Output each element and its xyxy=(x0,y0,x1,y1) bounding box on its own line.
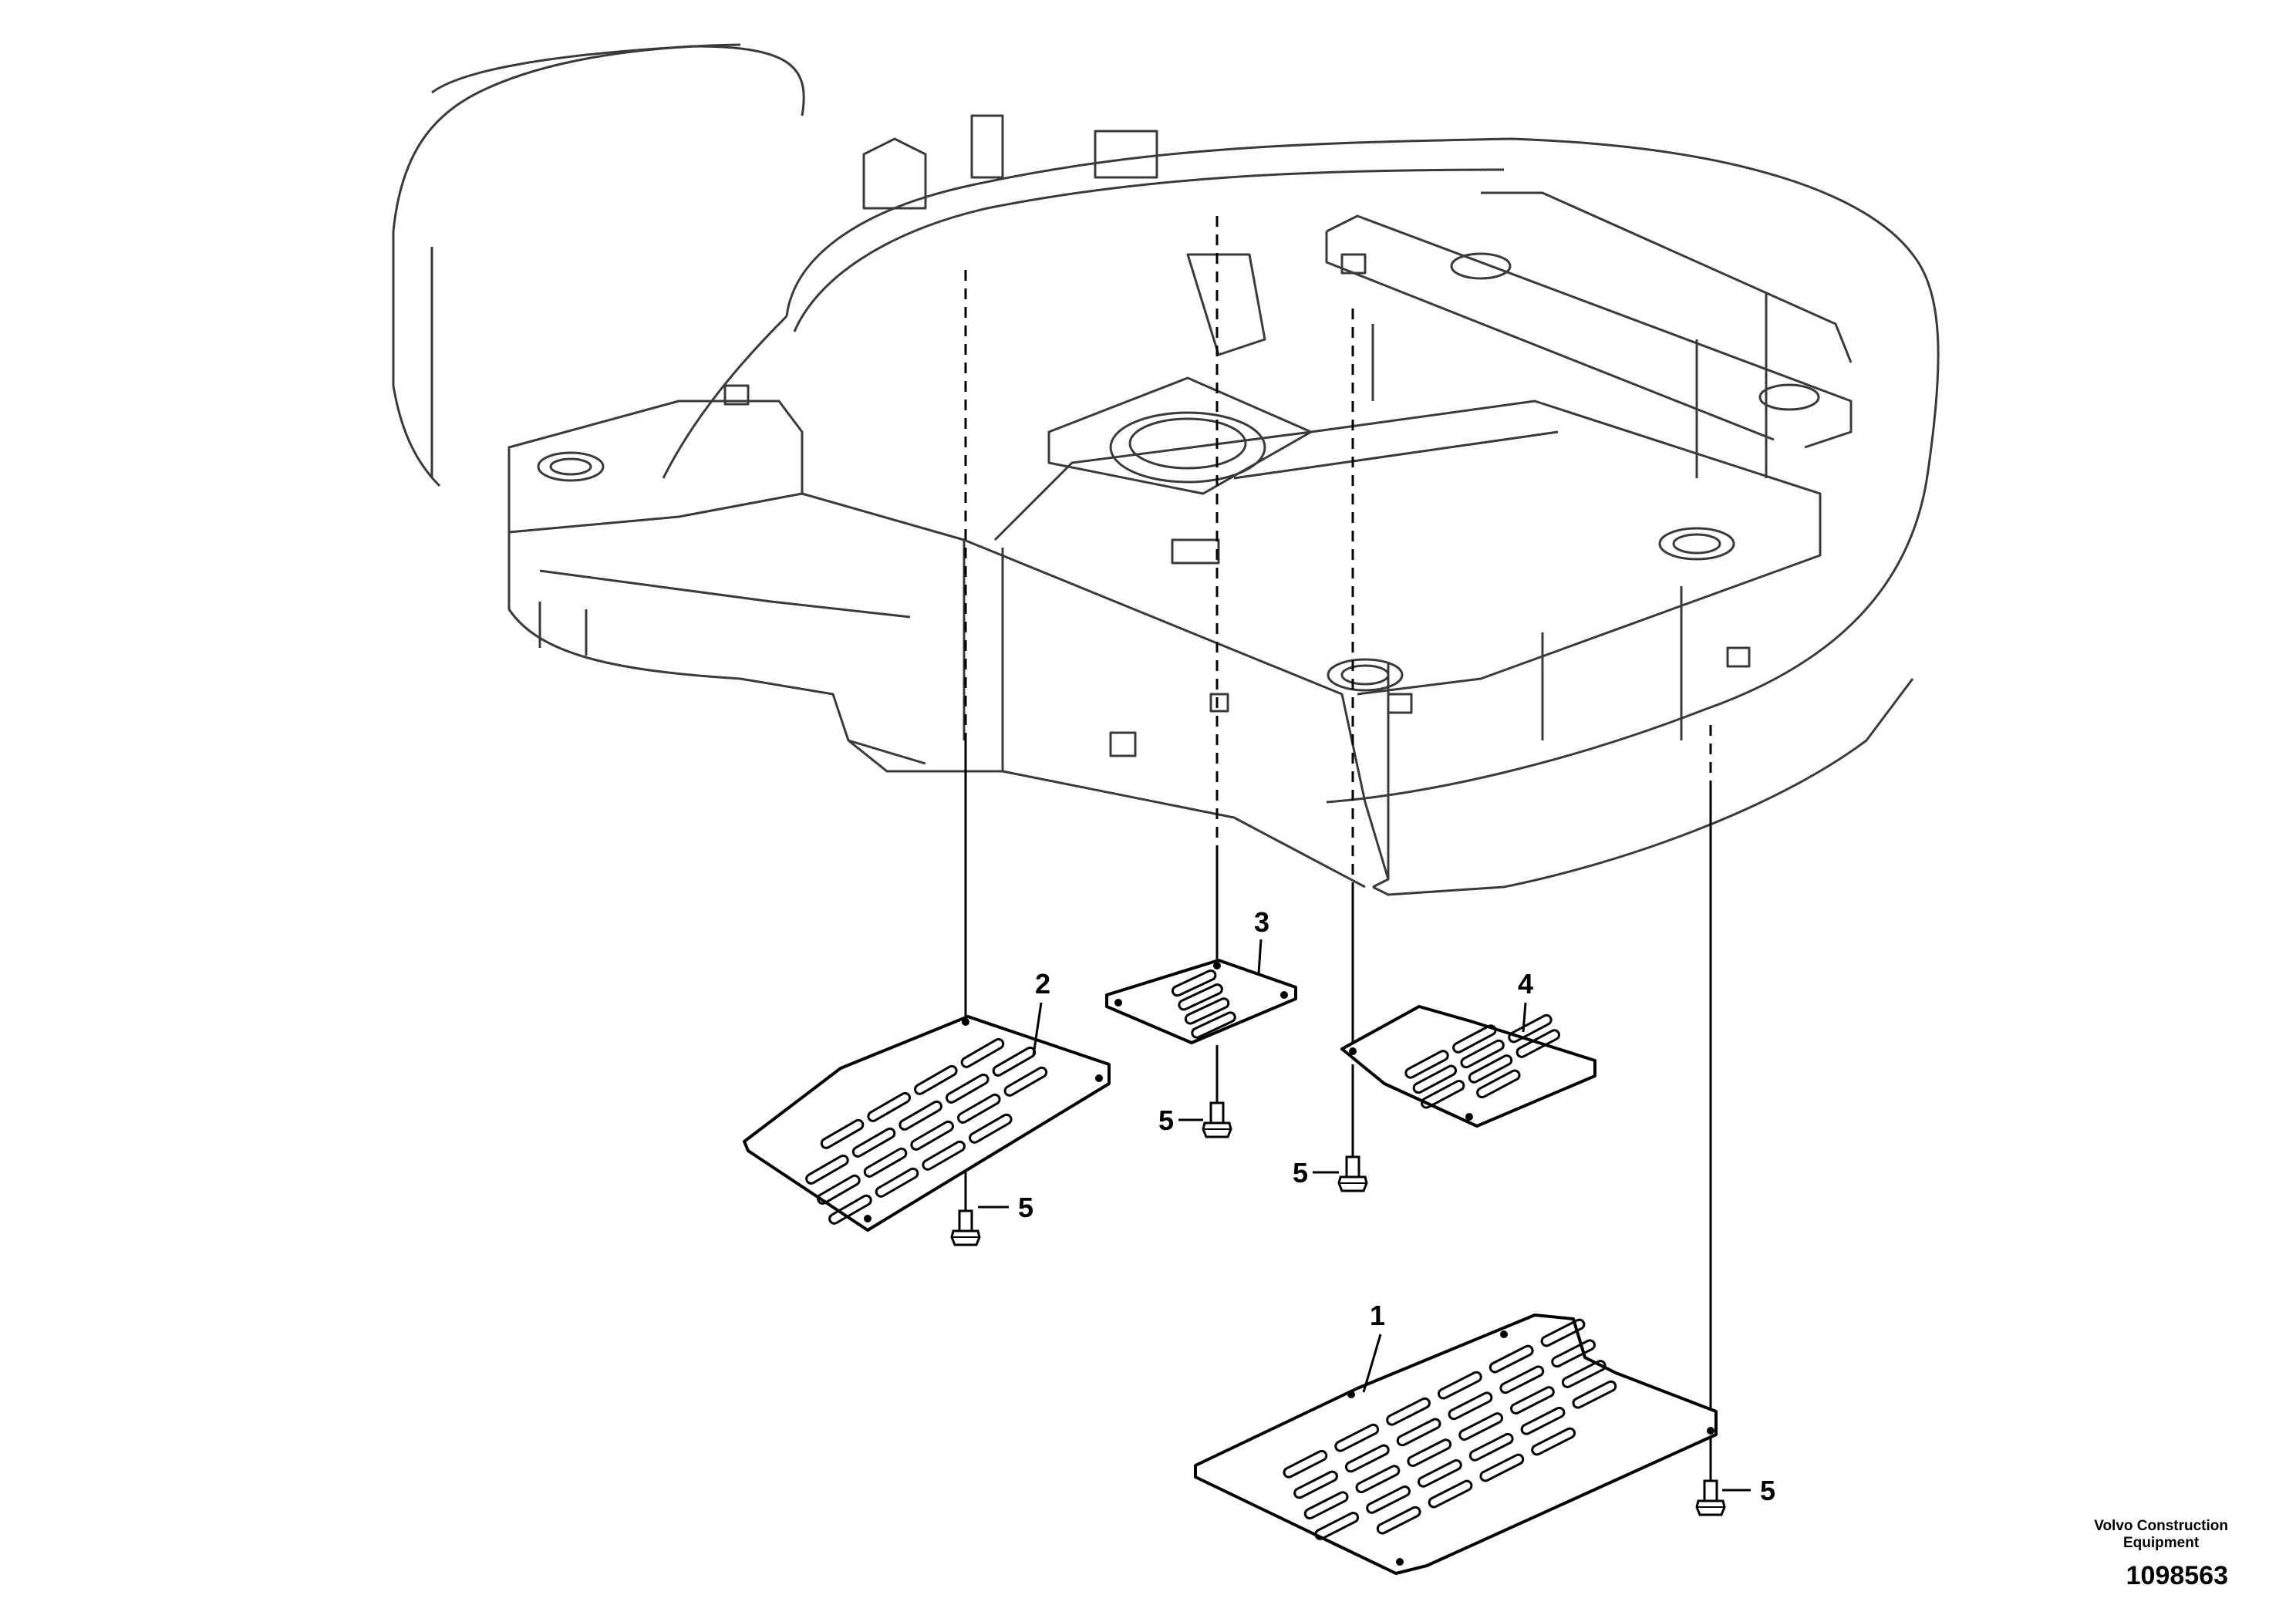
assembly-guide-lines xyxy=(964,216,1712,1481)
bottom-cover-plate-2 xyxy=(743,1015,1111,1232)
callout-3: 3 xyxy=(1254,906,1269,938)
bottom-cover-plate-1 xyxy=(1194,1313,1718,1575)
publisher-credit: Volvo Construction Equipment 1098563 xyxy=(2094,1518,2228,1591)
publisher-name-line-2: Equipment xyxy=(2123,1535,2200,1551)
bottom-cover-plate-3 xyxy=(1105,959,1297,1044)
callout-4: 4 xyxy=(1518,968,1533,1000)
publisher-name-line-1: Volvo Construction xyxy=(2094,1518,2228,1534)
bolt-5a xyxy=(950,1208,981,1246)
callout-labels: 1 2 3 4 5 5 5 5 xyxy=(1018,906,1775,1506)
callout-5c: 5 xyxy=(1293,1157,1308,1189)
bottom-cover-plate-4 xyxy=(1340,1005,1596,1128)
callout-1: 1 xyxy=(1370,1300,1385,1331)
callout-leaders xyxy=(978,939,1751,1492)
callout-5b: 5 xyxy=(1158,1104,1174,1136)
bolt-5b xyxy=(1202,1100,1232,1138)
callout-2: 2 xyxy=(1035,968,1050,1000)
bolt-5c xyxy=(1337,1154,1368,1192)
upper-frame-structure xyxy=(392,43,1940,896)
callout-5d: 5 xyxy=(1760,1475,1775,1506)
drawing-number: 1098563 xyxy=(2126,1561,2228,1590)
bolt-5d xyxy=(1695,1478,1726,1516)
callout-5a: 5 xyxy=(1018,1192,1033,1223)
